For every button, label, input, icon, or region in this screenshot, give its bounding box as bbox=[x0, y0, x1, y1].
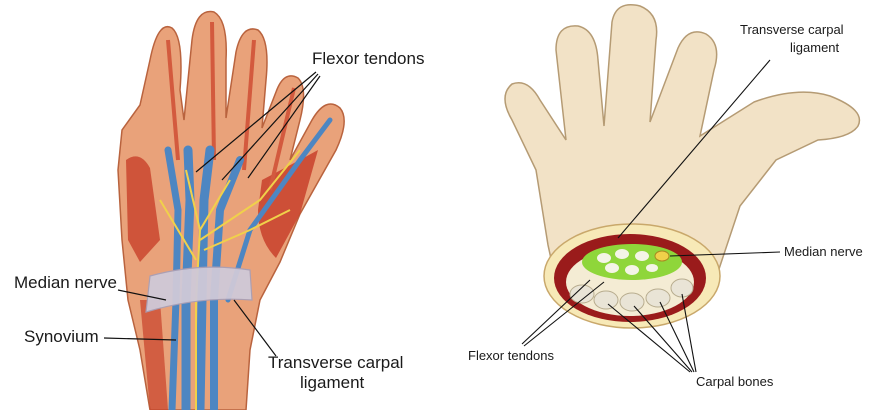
left-hand-illustration bbox=[118, 12, 344, 410]
median-nerve-dot bbox=[655, 251, 669, 261]
wrist-cross-section bbox=[544, 224, 720, 328]
right-label-transverse-carpal-line1: Transverse carpal bbox=[740, 22, 844, 37]
right-label-median-nerve: Median nerve bbox=[784, 244, 863, 259]
left-label-synovium: Synovium bbox=[24, 327, 99, 346]
left-label-flexor-tendons: Flexor tendons bbox=[312, 49, 424, 68]
left-label-median-nerve: Median nerve bbox=[14, 273, 117, 292]
right-label-carpal-bones: Carpal bones bbox=[696, 374, 774, 389]
right-label-transverse-carpal-line2: ligament bbox=[790, 40, 840, 55]
right-label-flexor-tendons: Flexor tendons bbox=[468, 348, 554, 363]
left-label-transverse-carpal-line2: ligament bbox=[300, 373, 365, 392]
left-label-transverse-carpal-line1: Transverse carpal bbox=[268, 353, 403, 372]
